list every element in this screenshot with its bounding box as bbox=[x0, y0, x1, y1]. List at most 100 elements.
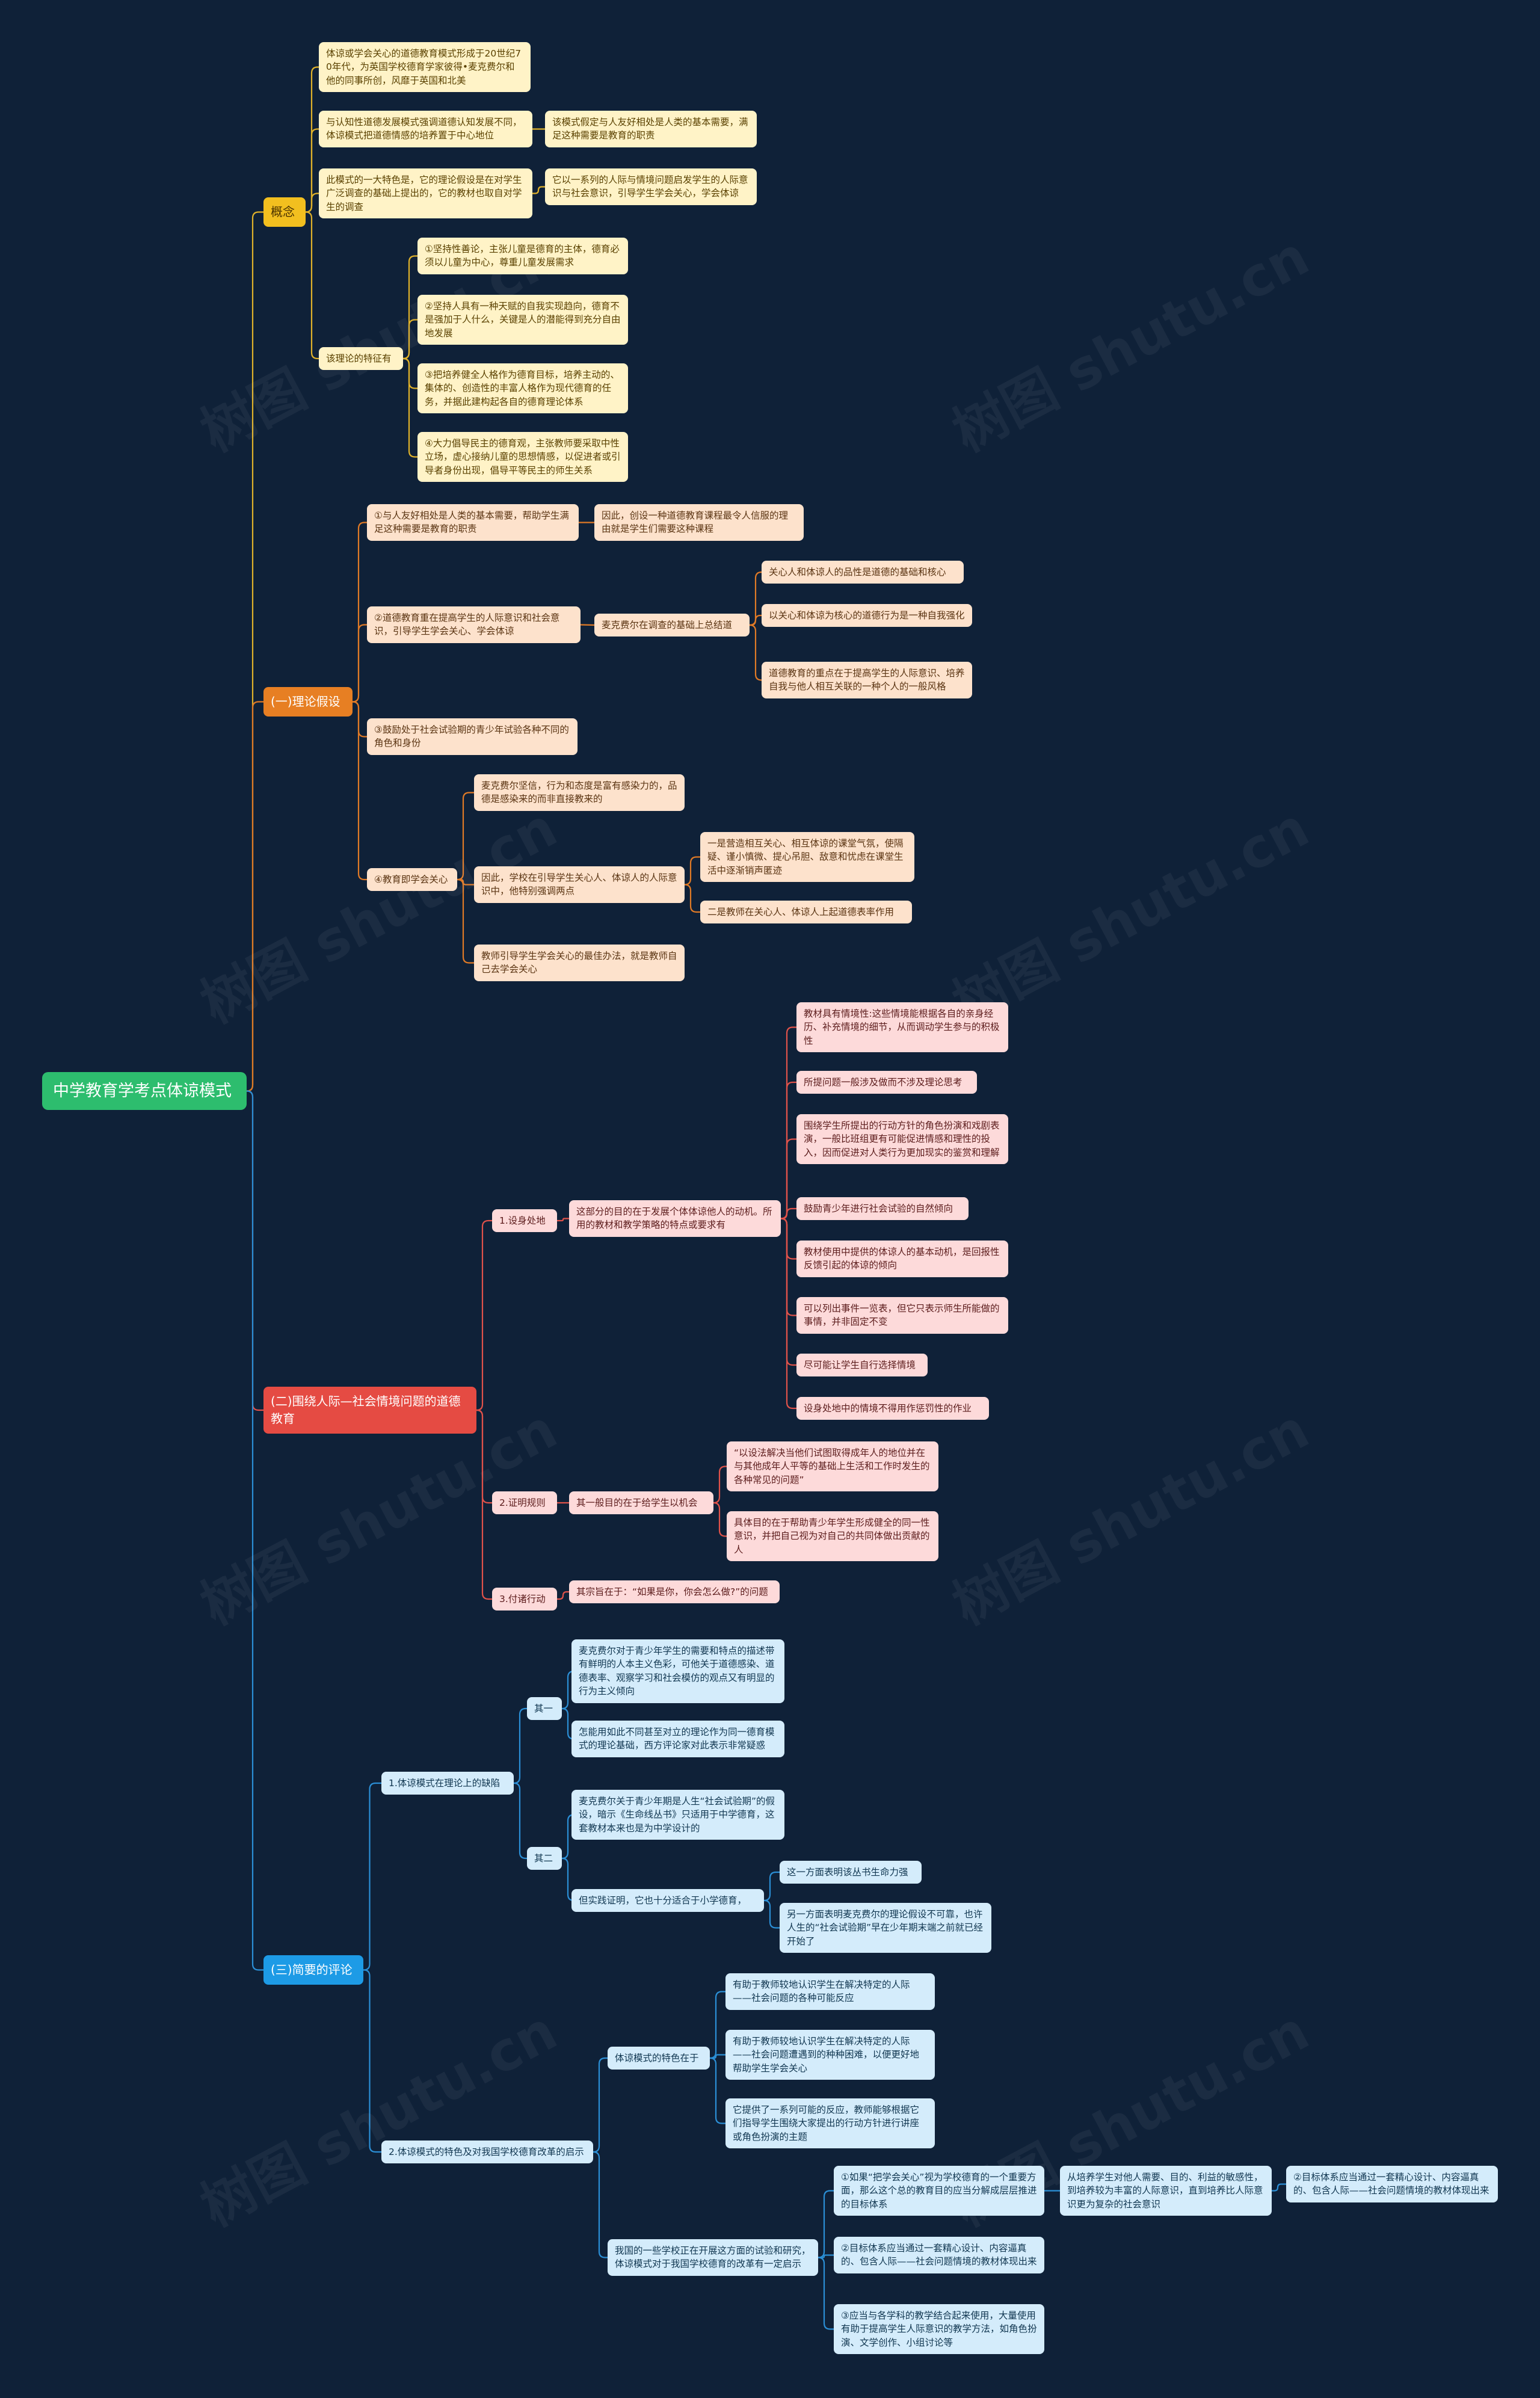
flaw-second-detail-1[interactable]: 麦克费尔关于青少年期是人生“社会试验期”的假设，暗示《生命线丛书》只适用于中学德… bbox=[571, 1790, 784, 1840]
theory-1[interactable]: ①与人友好相处是人类的基本需要，帮助学生满足这种需要是教育的职责 bbox=[367, 504, 579, 541]
concept-characteristics[interactable]: 该理论的特征有 bbox=[319, 347, 403, 371]
connector-m_2a-m_2a1 bbox=[713, 1466, 727, 1504]
flaw-second[interactable]: 其二 bbox=[527, 1847, 562, 1870]
moral-action-aim[interactable]: 其宗旨在于：“如果是你，你会怎么做?”的问题 bbox=[569, 1580, 780, 1604]
theory-4[interactable]: ④教育即学会关心 bbox=[367, 868, 457, 892]
empathy-point-6[interactable]: 可以列出事件一览表，但它只表示师生所能做的事情，并非固定不变 bbox=[796, 1297, 1008, 1334]
rules-goal-general[interactable]: “以设法解决当他们试图取得成年人的地位并在与其他成年人平等的基础上生活和工作时发… bbox=[727, 1441, 938, 1492]
insight-3[interactable]: ③应当与各学科的教学结合起来使用，大量使用有助于提高学生人际意识的教学方法，如角… bbox=[834, 2304, 1044, 2355]
features-heading[interactable]: 体谅模式的特色在于 bbox=[608, 2047, 710, 2070]
connector-r_1b2-r_1b2b bbox=[763, 1899, 780, 1929]
connector-t_4-t_4c bbox=[457, 878, 474, 964]
moral-empathy[interactable]: 1.设身处地 bbox=[492, 1209, 557, 1233]
flaw-second-evidence-1[interactable]: 这一方面表明该丛书生命力强 bbox=[780, 1861, 922, 1884]
branch-review[interactable]: (三)简要的评论 bbox=[263, 1955, 363, 1985]
connector-r_2-r_2a bbox=[593, 2057, 608, 2153]
connector-r_2-r_2b bbox=[593, 2151, 608, 2258]
connector-m_1a-m_1a8 bbox=[780, 1218, 796, 1410]
connector-root-moral bbox=[246, 1090, 263, 1411]
concept-emotion-center[interactable]: 与认知性道德发展模式强调道德认知发展不同，体谅模式把道德情感的培养置于中心地位 bbox=[319, 111, 532, 147]
connector-r_2b-r_2b3 bbox=[818, 2257, 834, 2330]
theory-4-method[interactable]: 教师引导学生学会关心的最佳办法，就是教师自己去学会关心 bbox=[474, 945, 685, 981]
theory-2[interactable]: ②道德教育重在提高学生的人际意识和社会意识，引导学生学会关心、学会体谅 bbox=[367, 606, 581, 643]
connector-concept-c_4 bbox=[305, 211, 319, 360]
insight-2[interactable]: ②目标体系应当通过一套精心设计、内容逼真的、包含人际——社会问题情境的教材体现出… bbox=[834, 2237, 1044, 2273]
insight-1-materials[interactable]: ②目标体系应当通过一套精心设计、内容逼真的、包含人际——社会问题情境的教材体现出… bbox=[1286, 2166, 1498, 2202]
concept-feature-detail[interactable]: 它以一系列的人际与情境问题启发学生的人际意识与社会意识，引导学生学会关心，学会体… bbox=[545, 168, 757, 205]
rules-goal-specific[interactable]: 具体目的在于帮助青少年学生形成健全的同一性意识，并把自己视为对自己的共同体做出贡… bbox=[727, 1511, 938, 1562]
theory-1-reason[interactable]: 因此，创设一种道德教育课程最令人信服的理由就是学生们需要这种课程 bbox=[594, 504, 804, 541]
connector-moral-m_3 bbox=[476, 1409, 492, 1600]
flaw-first-detail-1[interactable]: 麦克费尔对于青少年学生的需要和特点的描述带有鲜明的人本主义色彩，可他关于道德感染… bbox=[571, 1639, 784, 1703]
connector-c_3-c_3a bbox=[532, 186, 545, 194]
theory-4-emphasis[interactable]: 因此，学校在引导学生关心人、体谅人的人际意识中，他特别强调两点 bbox=[474, 866, 685, 903]
flaw-first[interactable]: 其一 bbox=[527, 1697, 562, 1721]
empathy-point-2[interactable]: 所提问题一般涉及做而不涉及理论思考 bbox=[796, 1071, 977, 1094]
connector-m_1a-m_1a7 bbox=[780, 1218, 796, 1366]
branch-moral-education[interactable]: (二)围绕人际—社会情境问题的道德教育 bbox=[263, 1387, 476, 1434]
concept-origin[interactable]: 体谅或学会关心的道德教育模式形成于20世纪70年代，为英国学校德育学家彼得•麦克… bbox=[319, 42, 531, 93]
connector-m_2a-m_2a2 bbox=[713, 1502, 727, 1537]
branch-concept[interactable]: 概念 bbox=[263, 197, 306, 227]
connector-m_1a-m_1a1 bbox=[780, 1026, 796, 1219]
characteristic-3[interactable]: ③把培养健全人格作为德育目标，培养主动的、集体的、创造性的丰富人格作为现代德育的… bbox=[417, 363, 628, 414]
connector-t_2-t_2a bbox=[580, 624, 595, 626]
empathy-point-1[interactable]: 教材具有情境性:这些情境能根据各自的亲身经历、补充情境的细节，从而调动学生参与的… bbox=[796, 1002, 1008, 1053]
characteristic-1[interactable]: ①坚持性善论，主张儿童是德育的主体，德育必须以儿童为中心，尊重儿童发展需求 bbox=[417, 238, 628, 274]
characteristic-4[interactable]: ④大力倡导民主的德育观，主张教师要采取中性立场，虚心接纳儿童的思想情感，以促进者… bbox=[417, 432, 628, 482]
connector-r_2b-r_2b2 bbox=[818, 2254, 834, 2258]
moral-empathy-purpose[interactable]: 这部分的目的在于发展个体体谅他人的动机。所用的教材和教学策略的特点或要求有 bbox=[569, 1200, 781, 1237]
connector-m_1a-m_1a4 bbox=[781, 1207, 796, 1219]
flaw-second-detail-2[interactable]: 但实践证明，它也十分适合于小学德育， bbox=[571, 1889, 764, 1913]
characteristic-2[interactable]: ②坚持人具有一种天赋的自我实现趋向，德育不是强加于人什么，关键是人的潜能得到充分… bbox=[417, 295, 628, 345]
connector-r_1b2-r_1b2a bbox=[763, 1871, 780, 1902]
connector-r_2a-r_2a2 bbox=[710, 2054, 725, 2059]
feature-3[interactable]: 它提供了一系列可能的反应，教师能够根据它们指导学生围绕大家提出的行动方针进行讲座… bbox=[725, 2098, 935, 2149]
review-theory-flaws[interactable]: 1.体谅模式在理论上的缺陷 bbox=[381, 1772, 514, 1795]
empathy-point-8[interactable]: 设身处地中的情境不得用作惩罚性的作业 bbox=[796, 1397, 989, 1420]
empathy-point-7[interactable]: 尽可能让学生自行选择情境 bbox=[796, 1354, 928, 1377]
concept-feature[interactable]: 此模式的一大特色是，它的理论假设是在对学生广泛调查的基础上提出的，它的教材也取自… bbox=[319, 168, 532, 219]
empathy-point-5[interactable]: 教材使用中提供的体谅人的基本动机，是回报性反馈引起的体谅的倾向 bbox=[796, 1241, 1008, 1277]
connector-theory-t_3 bbox=[352, 701, 367, 738]
connector-c_4-c_4a bbox=[402, 255, 417, 360]
insights-heading[interactable]: 我国的一些学校正在开展这方面的试验和研究，体谅模式对于我国学校德育的改革有一定启… bbox=[608, 2239, 818, 2276]
theory-4-emphasis-2[interactable]: 二是教师在关心人、体谅人上起道德表率作用 bbox=[700, 901, 912, 924]
connector-t_4b-t_4b1 bbox=[684, 856, 700, 886]
connector-theory-t_1 bbox=[352, 522, 367, 703]
connector-review-r_1 bbox=[363, 1782, 381, 1971]
connector-r_2b1a-r_2b1b bbox=[1272, 2183, 1286, 2192]
connector-concept-c_3 bbox=[305, 193, 319, 213]
moral-take-action[interactable]: 3.付诸行动 bbox=[492, 1588, 557, 1611]
theory-4-belief[interactable]: 麦克费尔坚信，行为和态度是富有感染力的，品德是感染来的而非直接教来的 bbox=[474, 774, 685, 811]
connector-m_1a-m_1a2 bbox=[780, 1081, 796, 1219]
connector-c_4-c_4b bbox=[402, 319, 417, 360]
empathy-point-4[interactable]: 鼓励青少年进行社会试验的自然倾向 bbox=[796, 1197, 969, 1221]
insight-1[interactable]: ①如果“把学会关心”视为学校德育的一个重要方面，那么这个总的教育目的应当分解成层… bbox=[834, 2166, 1044, 2216]
connector-m_3-m_3a bbox=[557, 1591, 569, 1600]
root-topic[interactable]: 中学教育学考点体谅模式 bbox=[42, 1072, 247, 1111]
review-features-insights[interactable]: 2.体谅模式的特色及对我国学校德育改革的启示 bbox=[381, 2141, 593, 2164]
insight-1-detail[interactable]: 从培养学生对他人需要、目的、利益的敏感性，到培养较为丰富的人际意识，直到培养比人… bbox=[1060, 2166, 1272, 2216]
theory-2-point-2[interactable]: 以关心和体谅为核心的道德行为是一种自我强化 bbox=[762, 604, 972, 627]
theory-2-summary[interactable]: 麦克费尔在调查的基础上总结道 bbox=[594, 614, 750, 637]
theory-4-emphasis-1[interactable]: 一是营造相互关心、相互体谅的课堂气氛，使隔疑、谨小慎微、提心吊胆、敌意和忧虑在课… bbox=[700, 832, 914, 883]
feature-2[interactable]: 有助于教师较地认识学生在解决特定的人际——社会问题遭遇到的种种困难，以便更好地帮… bbox=[725, 2030, 935, 2080]
theory-3[interactable]: ③鼓励处于社会试验期的青少年试验各种不同的角色和身份 bbox=[367, 718, 578, 755]
connector-r_1-r_1a bbox=[513, 1707, 527, 1784]
connector-c_4-c_4d bbox=[402, 357, 417, 458]
theory-2-point-1[interactable]: 关心人和体谅人的品性是道德的基础和核心 bbox=[762, 561, 964, 584]
theory-2-point-3[interactable]: 道德教育的重点在于提高学生的人际意识、培养自我与他人相互关联的一种个人的一般风格 bbox=[762, 662, 972, 698]
flaw-first-detail-2[interactable]: 怎能用如此不同甚至对立的理论作为同一德育模式的理论基础，西方评论家对此表示非常疑… bbox=[571, 1721, 784, 1757]
branch-theory[interactable]: (一)理论假设 bbox=[263, 687, 353, 717]
flaw-second-evidence-2[interactable]: 另一方面表明麦克费尔的理论假设不可靠，也许人生的“社会试验期”早在少年期末端之前… bbox=[780, 1903, 991, 1953]
feature-1[interactable]: 有助于教师较地认识学生在解决特定的人际——社会问题的各种可能反应 bbox=[725, 1973, 935, 2010]
moral-rules-goal[interactable]: 其一般目的在于给学生以机会 bbox=[569, 1491, 713, 1515]
concept-assumption[interactable]: 该模式假定与人友好相处是人类的基本需要，满足这种需要是教育的职责 bbox=[545, 111, 757, 147]
empathy-point-3[interactable]: 围绕学生所提出的行动方针的角色扮演和戏剧表演，一般比班组更有可能促进情感和理性的… bbox=[796, 1114, 1008, 1165]
connector-c_4-c_4c bbox=[402, 357, 417, 389]
moral-justify-rules[interactable]: 2.证明规则 bbox=[492, 1491, 557, 1515]
connector-root-review bbox=[246, 1090, 263, 1971]
